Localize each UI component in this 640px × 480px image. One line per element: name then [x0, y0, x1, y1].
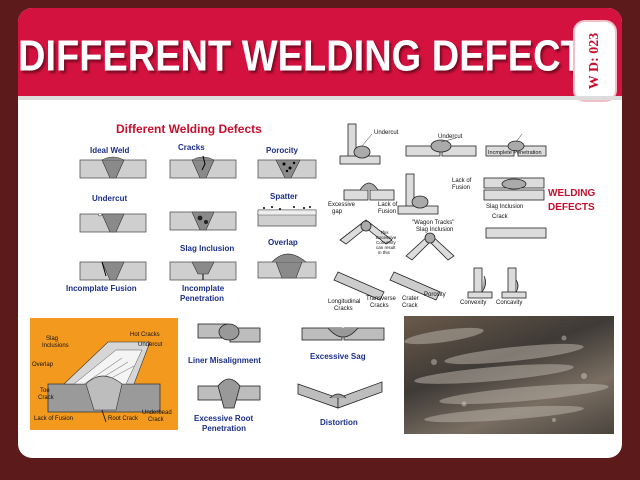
orange-label-overlap: Overlap	[32, 362, 54, 368]
spatter-diagram	[257, 206, 317, 227]
orange-label-slag-2: Inclusions	[42, 343, 69, 349]
sketch-label-porosity: Porosity	[424, 292, 446, 298]
orange-label-slag-1: Slag	[46, 336, 59, 342]
label-liner-misalignment: Liner Misalignment	[188, 356, 261, 365]
slag-inclusion-diagram	[169, 211, 237, 231]
overlap-diagram	[257, 253, 317, 279]
sketch-label-lack-of-fusion-b-1: Lack of	[378, 202, 398, 208]
label-incomplete-penetration-2: Penetration	[180, 294, 225, 303]
sketch-label-concavity: Concavity	[496, 300, 523, 306]
excessive-root-diagram	[197, 378, 261, 409]
sketch-label-incomplete-penetration: Incmplete Penetration	[488, 150, 542, 156]
banner-divider	[18, 96, 622, 100]
welding-defects-heading-2: DEFECTS	[548, 202, 595, 213]
slide-title: DIFFERENT WELDING DEFECTS	[18, 32, 610, 82]
sketch-label-undercut-b: Undercut	[438, 134, 463, 140]
sketch-label-slag-inclusion: Slag Inclusion	[486, 204, 524, 210]
orange-label-undercut: Undercut	[138, 342, 163, 348]
sketch-label-crater-1: Crater	[402, 296, 419, 302]
excessive-sag-diagram	[301, 327, 385, 341]
label-distortion: Distortion	[320, 418, 358, 427]
label-excessive-root-1: Excessive Root	[194, 414, 254, 423]
orange-weld-illustration	[47, 341, 161, 423]
label-excessive-root-2: Penetration	[202, 424, 247, 433]
sketch-label-wagon-tracks-2: Slag Inclusion	[416, 227, 454, 233]
sketch-label-convexity-note-4: can result	[376, 245, 396, 250]
panel-heading: Different Welding Defects	[116, 122, 262, 136]
ideal-weld-diagram	[79, 156, 147, 179]
sketch-label-longitudinal-2: Cracks	[334, 306, 353, 312]
sketch-label-undercut-a: Undercut	[374, 130, 399, 136]
welding-defects-heading-1: WELDING	[548, 188, 596, 199]
sketch-label-excessive-gap-1: Excessive	[328, 202, 356, 208]
label-slag-inclusion: Slag Inclusion	[180, 244, 235, 253]
panel-orange-diagram: Slag Inclusions Hot Cracks Undercut Over…	[30, 318, 178, 430]
orange-label-underbead-1: Underbead	[142, 410, 172, 416]
sketch-label-convexity-note-1: This	[380, 230, 389, 235]
sketch-label-lack-of-fusion-b-2: Fusion	[378, 209, 397, 215]
sketch-label-convexity-note-2: Excessive	[376, 235, 397, 240]
slide: DIFFERENT WELDING DEFECTS W D: 023 Diffe…	[18, 8, 622, 458]
title-banner: DIFFERENT WELDING DEFECTS W D: 023	[18, 8, 622, 102]
sketch-label-transverse-1: Transverse	[366, 296, 396, 302]
incomplete-fusion-diagram	[79, 261, 147, 281]
sketch-label-lack-of-fusion-a-2: Fusion	[452, 185, 471, 191]
label-cracks: Cracks	[178, 143, 205, 152]
sketch-label-convexity-note-3: Convexity	[376, 240, 396, 245]
orange-label-lack-of-fusion: Lack of Fusion	[34, 416, 74, 422]
label-incomplete-penetration-1: Incomplate	[182, 284, 225, 293]
label-incomplete-fusion: Incomplate Fusion	[66, 284, 137, 293]
weld-photo-texture	[404, 327, 609, 423]
slide-badge: W D: 023	[573, 20, 617, 102]
undercut-diagram	[79, 213, 147, 233]
sketch-label-excessive-gap-2: gap	[332, 209, 343, 215]
cracks-diagram	[169, 155, 237, 179]
weld-diagrams-left	[79, 155, 317, 281]
label-ideal-weld: Ideal Weld	[90, 146, 130, 155]
weld-photo	[404, 316, 614, 434]
sketch-label-wagon-tracks-1: "Wagon Tracks"	[412, 220, 455, 226]
sketch-label-transverse-2: Cracks	[370, 303, 389, 309]
orange-label-underbead-2: Crack	[148, 417, 164, 423]
sketch-label-convexity-note-5: in this	[378, 250, 390, 255]
label-spatter: Spatter	[270, 192, 298, 201]
label-overlap: Overlap	[268, 238, 298, 247]
liner-misalignment-diagram	[197, 323, 261, 343]
middle-diagrams	[197, 323, 385, 409]
orange-label-root-crack: Root Crack	[108, 416, 139, 422]
panel-distortion-defects: Liner Misalignment Excessive Sag Excessi…	[178, 318, 398, 438]
sketch-diagrams	[333, 123, 547, 301]
label-undercut: Undercut	[92, 194, 128, 203]
sketch-label-longitudinal-1: Longitudinal	[328, 299, 361, 305]
label-excessive-sag: Excessive Sag	[310, 352, 366, 361]
sketch-label-crater-2: Crack	[402, 303, 418, 309]
sketch-label-convexity: Convexity	[460, 300, 487, 306]
panel-welding-defects-sketch: Undercut Undercut Incmplete Penetration …	[326, 116, 616, 316]
label-porocity: Porocity	[266, 146, 299, 155]
porocity-diagram	[257, 159, 317, 179]
orange-label-toe-2: Crack	[38, 395, 54, 401]
orange-label-toe-1: Toe	[40, 388, 50, 394]
badge-text: W D: 023	[587, 32, 602, 90]
orange-label-hot-cracks: Hot Cracks	[130, 332, 160, 338]
distortion-diagram	[297, 381, 383, 409]
incomplete-penetration-diagram	[169, 261, 237, 281]
panel-different-defects: Different Welding Defects Ideal Weld Cra…	[58, 116, 318, 316]
sketch-label-lack-of-fusion-a-1: Lack of	[452, 178, 472, 184]
sketch-label-crack: Crack	[492, 214, 508, 220]
